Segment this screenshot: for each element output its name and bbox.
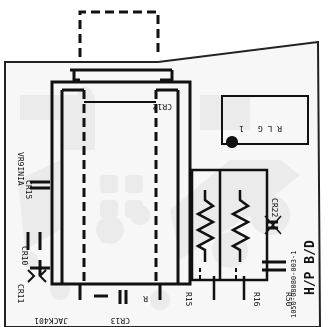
cr22-label: CR22 — [270, 198, 279, 217]
r-under-label: R — [143, 294, 148, 303]
r15-label: R15 — [184, 292, 193, 307]
r16-label: R16 — [252, 292, 261, 307]
part-number-label: 1050-08080-003-1 — [290, 251, 298, 318]
resistor-network — [190, 168, 269, 300]
ic-pin-labels: R L G — [258, 124, 282, 133]
ic-box — [221, 95, 309, 148]
top-connector — [70, 10, 174, 82]
r50-label: R50 — [284, 292, 293, 307]
jack-label: JACK401 — [34, 316, 68, 325]
jack-pins — [78, 284, 162, 304]
ic-pin-1: 1 — [239, 124, 244, 133]
cr10-label: CR10 — [20, 246, 29, 265]
cr13-label: CR13 — [111, 316, 130, 325]
board-name-label: H/P B/D — [303, 240, 318, 295]
vr-label: VR9INIA — [16, 152, 25, 186]
resistor-legs — [199, 268, 237, 282]
capacitors-left — [26, 180, 50, 283]
cr12-label: CR12 — [153, 102, 172, 111]
capacitor-right — [262, 215, 286, 272]
cr11-label: CR11 — [16, 284, 25, 303]
jack-body — [50, 80, 192, 286]
cr15-label: CR15 — [24, 180, 33, 199]
